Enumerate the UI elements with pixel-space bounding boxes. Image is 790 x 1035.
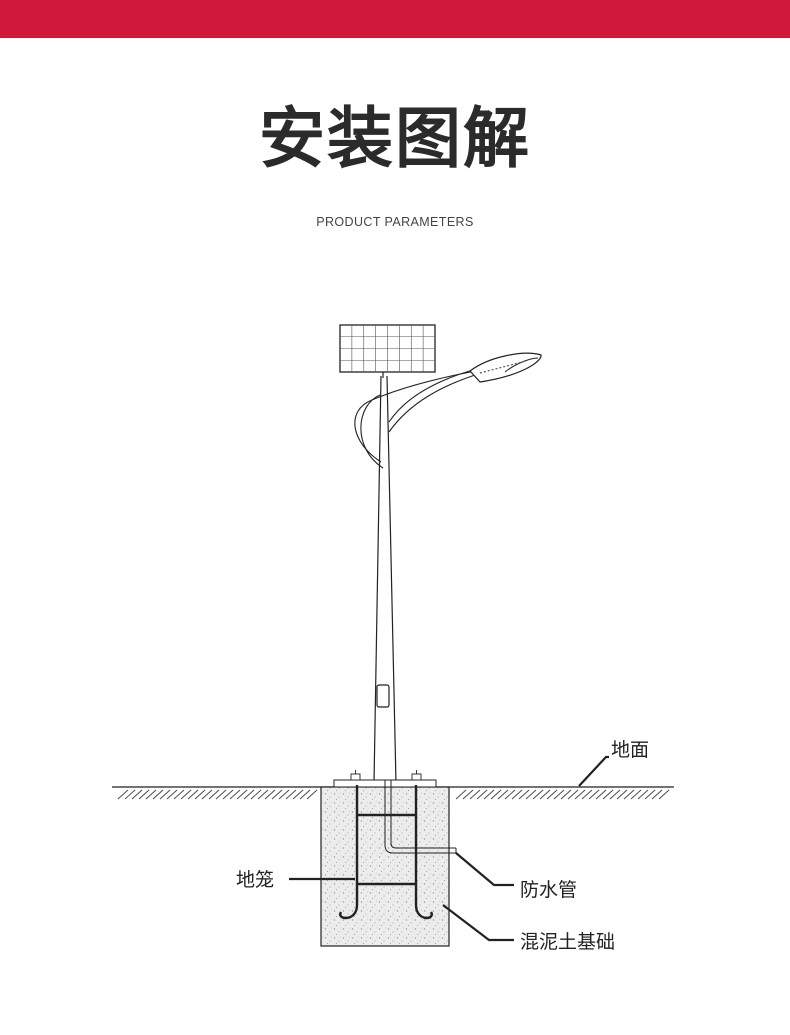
ground-hatch-mark bbox=[138, 789, 150, 800]
ground-hatch-mark bbox=[483, 789, 495, 800]
cage-label: 地笼 bbox=[236, 869, 274, 891]
ground-hatch-mark bbox=[166, 789, 178, 800]
ground-hatch-mark bbox=[124, 789, 136, 800]
ground-hatch-mark bbox=[609, 789, 621, 800]
ground-hatch-mark bbox=[159, 789, 171, 800]
ground-hatch-mark bbox=[539, 789, 551, 800]
ground-hatch-mark bbox=[637, 789, 649, 800]
ground-hatch-mark bbox=[469, 789, 481, 800]
ground-hatch-mark bbox=[553, 789, 565, 800]
lamp-head bbox=[469, 352, 542, 383]
ground-hatch-mark bbox=[194, 789, 206, 800]
ground-hatch-mark bbox=[117, 789, 129, 800]
ground-hatch-mark bbox=[644, 789, 656, 800]
lamp-arm bbox=[354, 367, 493, 469]
ground-hatch-mark bbox=[490, 789, 502, 800]
ground-hatch-mark bbox=[511, 789, 523, 800]
ground-hatch-mark bbox=[229, 789, 241, 800]
ground-hatch-mark bbox=[257, 789, 269, 800]
ground-hatch-mark bbox=[588, 789, 600, 800]
top-accent-bar bbox=[0, 0, 790, 38]
conduit-label: 防水管 bbox=[520, 879, 577, 901]
ground-hatch-mark bbox=[462, 789, 474, 800]
ground-hatch-mark bbox=[152, 789, 164, 800]
ground-hatch-mark bbox=[180, 789, 192, 800]
ground-hatch-mark bbox=[476, 789, 488, 800]
ground-hatch-mark bbox=[201, 789, 213, 800]
ground-hatch-mark bbox=[299, 789, 311, 800]
ground-hatch-mark bbox=[623, 789, 635, 800]
ground-hatch-mark bbox=[455, 789, 467, 800]
ground-hatch-mark bbox=[532, 789, 544, 800]
ground-hatch-mark bbox=[560, 789, 572, 800]
ground-hatch-mark bbox=[504, 789, 516, 800]
ground-hatch-mark bbox=[574, 789, 586, 800]
ground-hatch-mark bbox=[131, 789, 143, 800]
page-title: 安装图解 bbox=[259, 100, 531, 177]
ground-hatch-mark bbox=[173, 789, 185, 800]
ground-hatch-mark bbox=[658, 789, 670, 800]
ground-hatch-mark bbox=[602, 789, 614, 800]
ground-hatch-mark bbox=[651, 789, 663, 800]
leader-lines bbox=[289, 755, 609, 942]
anchor-cage bbox=[339, 785, 433, 920]
ground-label: 地面 bbox=[611, 739, 649, 761]
ground-hatch-mark bbox=[208, 789, 220, 800]
ground-hatch-mark bbox=[264, 789, 276, 800]
ground-hatch-mark bbox=[581, 789, 593, 800]
ground-hatch-mark bbox=[525, 789, 537, 800]
ground-hatch-mark bbox=[567, 789, 579, 800]
solar-panel bbox=[339, 324, 436, 373]
ground-hatch-mark bbox=[292, 789, 304, 800]
page-subtitle: PRODUCT PARAMETERS bbox=[316, 215, 474, 229]
ground-hatch-mark bbox=[518, 789, 530, 800]
ground-hatch-mark bbox=[271, 789, 283, 800]
ground-hatch-mark bbox=[278, 789, 290, 800]
ground-hatch-mark bbox=[250, 789, 262, 800]
ground-hatch-mark bbox=[187, 789, 199, 800]
foundation-label: 混泥土基础 bbox=[520, 931, 615, 953]
ground-hatch-mark bbox=[546, 789, 558, 800]
ground-hatch-mark bbox=[497, 789, 509, 800]
ground-hatch-mark bbox=[285, 789, 297, 800]
ground-hatch-mark bbox=[595, 789, 607, 800]
ground-hatch-mark bbox=[215, 789, 227, 800]
waterproof-conduit bbox=[384, 780, 457, 854]
ground-hatch-mark bbox=[222, 789, 234, 800]
ground-hatch-mark bbox=[616, 789, 628, 800]
ground-hatch-mark bbox=[145, 789, 157, 800]
ground-hatch-mark bbox=[306, 789, 318, 800]
ground-hatch-mark bbox=[630, 789, 642, 800]
ground-hatch-mark bbox=[243, 789, 255, 800]
light-pole bbox=[373, 375, 397, 784]
ground-hatch-mark bbox=[236, 789, 248, 800]
